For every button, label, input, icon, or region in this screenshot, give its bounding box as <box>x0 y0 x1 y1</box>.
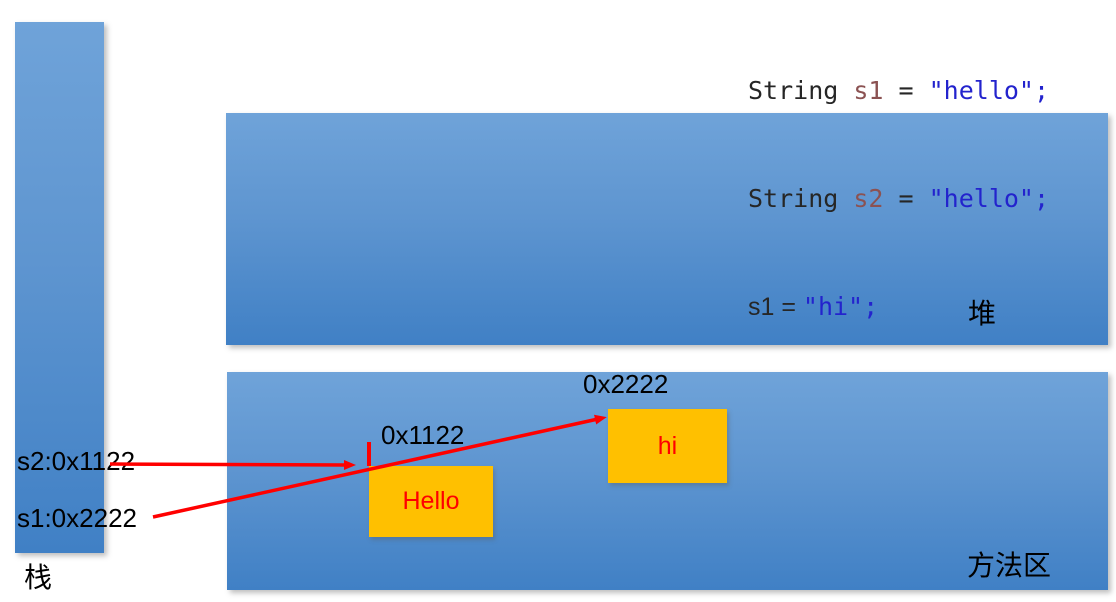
code-line-2: String s2 = "hello"; <box>748 181 1049 217</box>
code-keyword: String <box>748 76 854 105</box>
string-box-hi-text: hi <box>657 431 678 460</box>
string-box-hello: Hello <box>369 466 493 537</box>
code-assignment: s1 = <box>748 293 803 321</box>
code-snippet: String s1 = "hello"; String s2 = "hello"… <box>748 1 1049 397</box>
code-string-literal: "hello"; <box>928 184 1050 213</box>
code-string-literal: "hello"; <box>928 76 1050 105</box>
heap-label: 堆 <box>968 298 997 329</box>
stack-region <box>15 22 104 553</box>
method-area-label: 方法区 <box>967 550 1052 581</box>
code-line-1: String s1 = "hello"; <box>748 73 1049 109</box>
stack-entry-s1: s1:0x2222 <box>17 503 137 533</box>
code-variable-s2: s2 <box>853 184 884 213</box>
address-label-0x1122: 0x1122 <box>381 420 465 450</box>
code-string-literal: "hi"; <box>802 292 879 321</box>
code-keyword: String <box>748 184 854 213</box>
string-box-hello-text: Hello <box>402 487 460 515</box>
stack-label: 栈 <box>24 562 53 593</box>
address-label-0x2222: 0x2222 <box>583 369 669 399</box>
stack-entry-s2: s2:0x1122 <box>17 446 136 476</box>
heap-region <box>226 113 1108 345</box>
string-box-hi: hi <box>608 409 727 483</box>
code-operator: = <box>883 184 929 213</box>
code-variable-s1: s1 <box>853 76 884 105</box>
code-line-3: s1 = "hi"; <box>748 289 1049 325</box>
code-operator: = <box>883 76 929 105</box>
